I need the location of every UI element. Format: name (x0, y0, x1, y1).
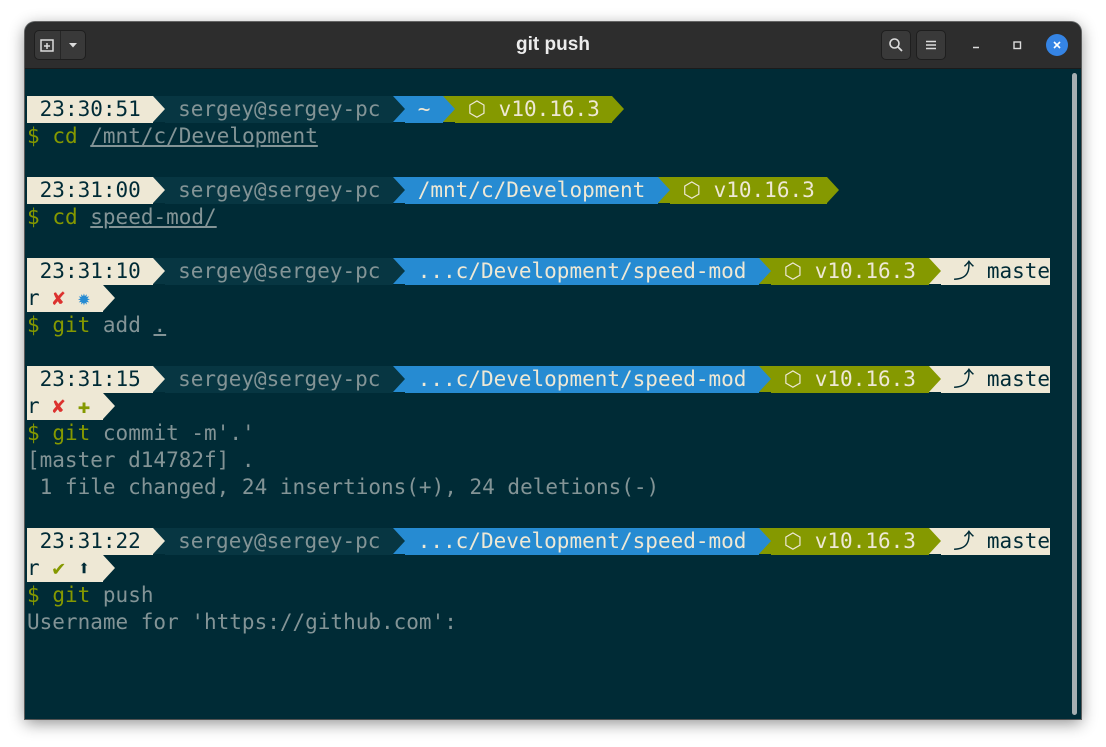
command-line: $ cd speed-mod/ (27, 205, 217, 229)
new-tab-button-group[interactable] (34, 30, 86, 60)
new-tab-button[interactable] (35, 31, 60, 59)
command-line: $ git add . (27, 313, 167, 337)
prompt-line: 23:31:22 sergey@sergey-pc ...c/Developme… (27, 528, 1051, 555)
command-line: $ cd /mnt/c/Development (27, 124, 318, 148)
prompt-line: 23:31:00 sergey@sergey-pc /mnt/c/Develop… (27, 177, 840, 204)
minimize-button[interactable] (965, 34, 987, 56)
git-ahead-icon: ⬆ (77, 556, 91, 580)
prompt-user: sergey@sergey-pc (165, 258, 394, 285)
close-button[interactable] (1046, 34, 1068, 56)
search-icon (889, 38, 903, 52)
prompt-user: sergey@sergey-pc (165, 96, 394, 123)
prompt-user: sergey@sergey-pc (165, 528, 394, 555)
tab-dropdown-button[interactable] (59, 31, 86, 59)
window-title: git push (516, 34, 590, 55)
terminal-window: git push (25, 22, 1081, 719)
prompt-time: 23:31:10 (27, 258, 154, 285)
command-line: $ git push (27, 583, 154, 607)
prompt-git-status: r ✘ ✚ (27, 393, 103, 420)
menu-button[interactable] (916, 30, 946, 60)
prompt-git-status: r ✔ ⬆ (27, 555, 103, 582)
prompt-time: 23:31:15 (27, 366, 154, 393)
command-arg: add (102, 313, 141, 337)
command-arg: speed-mod/ (90, 205, 217, 229)
terminal-content[interactable]: 23:30:51 sergey@sergey-pc ~ ⬡ v10.16.3 $… (25, 69, 1081, 719)
new-tab-icon (40, 39, 54, 52)
prompt-user: sergey@sergey-pc (165, 177, 394, 204)
prompt-dir: ...c/Development/speed-mod (405, 258, 760, 285)
command-arg: /mnt/c/Development (90, 124, 318, 148)
prompt-dir: /mnt/c/Development (405, 177, 658, 204)
output-line: 1 file changed, 24 insertions(+), 24 del… (27, 475, 660, 499)
git-clean-icon: ✔ (52, 556, 65, 580)
prompt-node-version: ⬡ v10.16.3 (771, 366, 929, 393)
prompt-time: 23:30:51 (27, 96, 154, 123)
command-arg: . (153, 313, 167, 337)
hamburger-menu-icon (926, 40, 936, 50)
command-arg: commit -m'.' (102, 421, 255, 445)
command-line: $ git commit -m'.' (27, 421, 255, 445)
prompt-node-version: ⬡ v10.16.3 (771, 258, 929, 285)
git-dirty-icon: ✘ (52, 394, 65, 418)
prompt-git-status: r ✘ ✹ (27, 285, 103, 312)
header-bar: git push (25, 22, 1081, 69)
command-name: git (52, 421, 91, 445)
prompt-node-version: ⬡ v10.16.3 (669, 177, 828, 204)
prompt-git-branch: ⤴ maste (940, 366, 1051, 393)
maximize-icon (1013, 41, 1022, 50)
git-staged-icon: ✚ (77, 394, 91, 418)
scrollbar[interactable] (1072, 73, 1077, 715)
prompt-time: 23:31:22 (27, 528, 154, 555)
output-line: Username for 'https://github.com': (27, 610, 457, 634)
minimize-icon (973, 46, 979, 49)
close-icon (1053, 41, 1061, 49)
prompt-node-version: ⬡ v10.16.3 (771, 528, 929, 555)
prompt-node-version: ⬡ v10.16.3 (455, 96, 613, 123)
prompt-git-branch: ⤴ maste (940, 258, 1051, 285)
prompt-line-wrap: r ✔ ⬆ (27, 555, 115, 582)
prompt-git-branch: ⤴ maste (940, 528, 1051, 555)
prompt-line: 23:30:51 sergey@sergey-pc ~ ⬡ v10.16.3 (27, 96, 625, 123)
output-line: [master d14782f] . (27, 448, 255, 472)
prompt-line: 23:31:15 sergey@sergey-pc ...c/Developme… (27, 366, 1051, 393)
git-dirty-icon: ✘ (52, 286, 65, 310)
prompt-user: sergey@sergey-pc (165, 366, 394, 393)
chevron-down-icon (68, 43, 77, 48)
command-name: git (52, 313, 91, 337)
prompt-line-wrap: r ✘ ✚ (27, 393, 115, 420)
prompt-dir: ...c/Development/speed-mod (405, 366, 760, 393)
git-modified-icon: ✹ (77, 286, 91, 310)
search-button[interactable] (881, 30, 911, 60)
prompt-dir: ...c/Development/speed-mod (405, 528, 760, 555)
maximize-button[interactable] (1006, 34, 1028, 56)
command-arg: push (102, 583, 154, 607)
prompt-line-wrap: r ✘ ✹ (27, 285, 115, 312)
command-name: git (52, 583, 91, 607)
command-name: cd (52, 124, 78, 148)
prompt-dir: ~ (405, 96, 444, 123)
command-name: cd (52, 205, 78, 229)
prompt-time: 23:31:00 (27, 177, 154, 204)
prompt-line: 23:31:10 sergey@sergey-pc ...c/Developme… (27, 258, 1051, 285)
